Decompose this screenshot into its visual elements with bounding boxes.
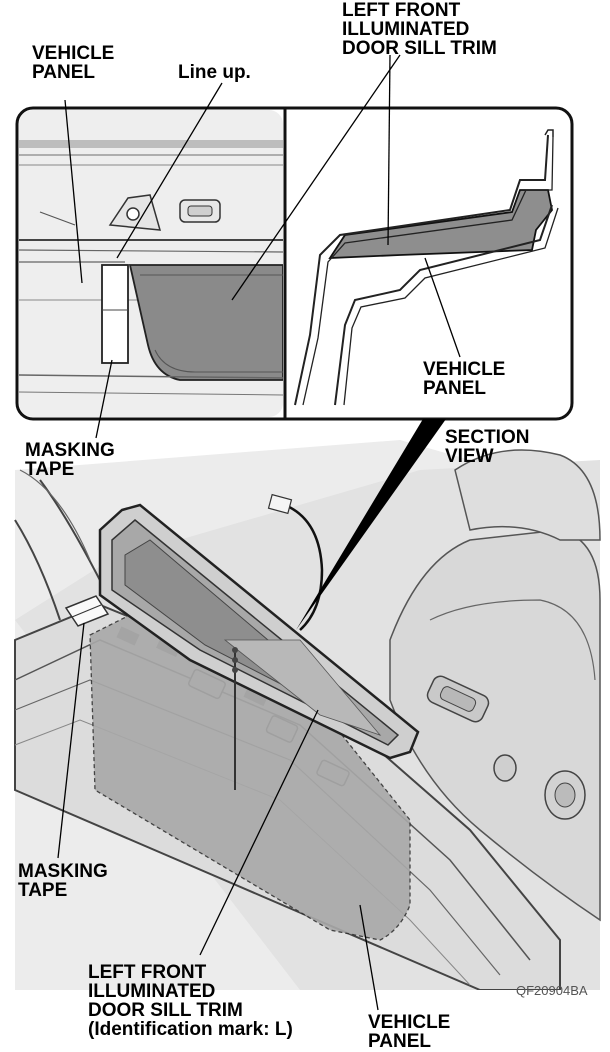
seat-knob bbox=[493, 754, 517, 782]
seat bbox=[389, 529, 601, 922]
callout-line-up: Line up. bbox=[178, 62, 251, 83]
main-vehicle-illustration bbox=[12, 440, 602, 996]
inset-panel bbox=[15, 106, 574, 421]
callout-top-trim: LEFT FRONT ILLUMINATED DOOR SILL TRIM bbox=[342, 0, 497, 59]
callout-section-view: SECTION VIEW bbox=[445, 427, 530, 467]
masking-tape-area bbox=[89, 609, 411, 941]
masking-tape-strip bbox=[101, 264, 129, 364]
callout-bottom-vehicle-panel: VEHICLE PANEL bbox=[368, 1012, 451, 1052]
section-view bbox=[294, 129, 559, 406]
detail-view bbox=[19, 110, 283, 417]
figure-code: QF20904BA bbox=[516, 983, 588, 998]
callout-top-masking-tape: MASKING TAPE bbox=[25, 440, 115, 480]
section-panel-outer bbox=[294, 134, 549, 406]
trim-wire bbox=[284, 503, 324, 631]
wire-connector bbox=[267, 493, 293, 515]
leader-lines bbox=[57, 54, 461, 1011]
callout-top-vehicle-panel: VEHICLE PANEL bbox=[32, 43, 115, 83]
callout-bottom-masking-tape: MASKING TAPE bbox=[18, 861, 108, 901]
illuminated-door-sill-trim bbox=[98, 503, 420, 760]
section-panel-inner bbox=[334, 204, 553, 406]
callout-section-vehicle-panel: VEHICLE PANEL bbox=[423, 359, 506, 399]
section-trim bbox=[328, 189, 553, 259]
section-view-pointer bbox=[296, 419, 446, 630]
callout-bottom-trim: LEFT FRONT ILLUMINATED DOOR SILL TRIM (I… bbox=[88, 962, 293, 1040]
